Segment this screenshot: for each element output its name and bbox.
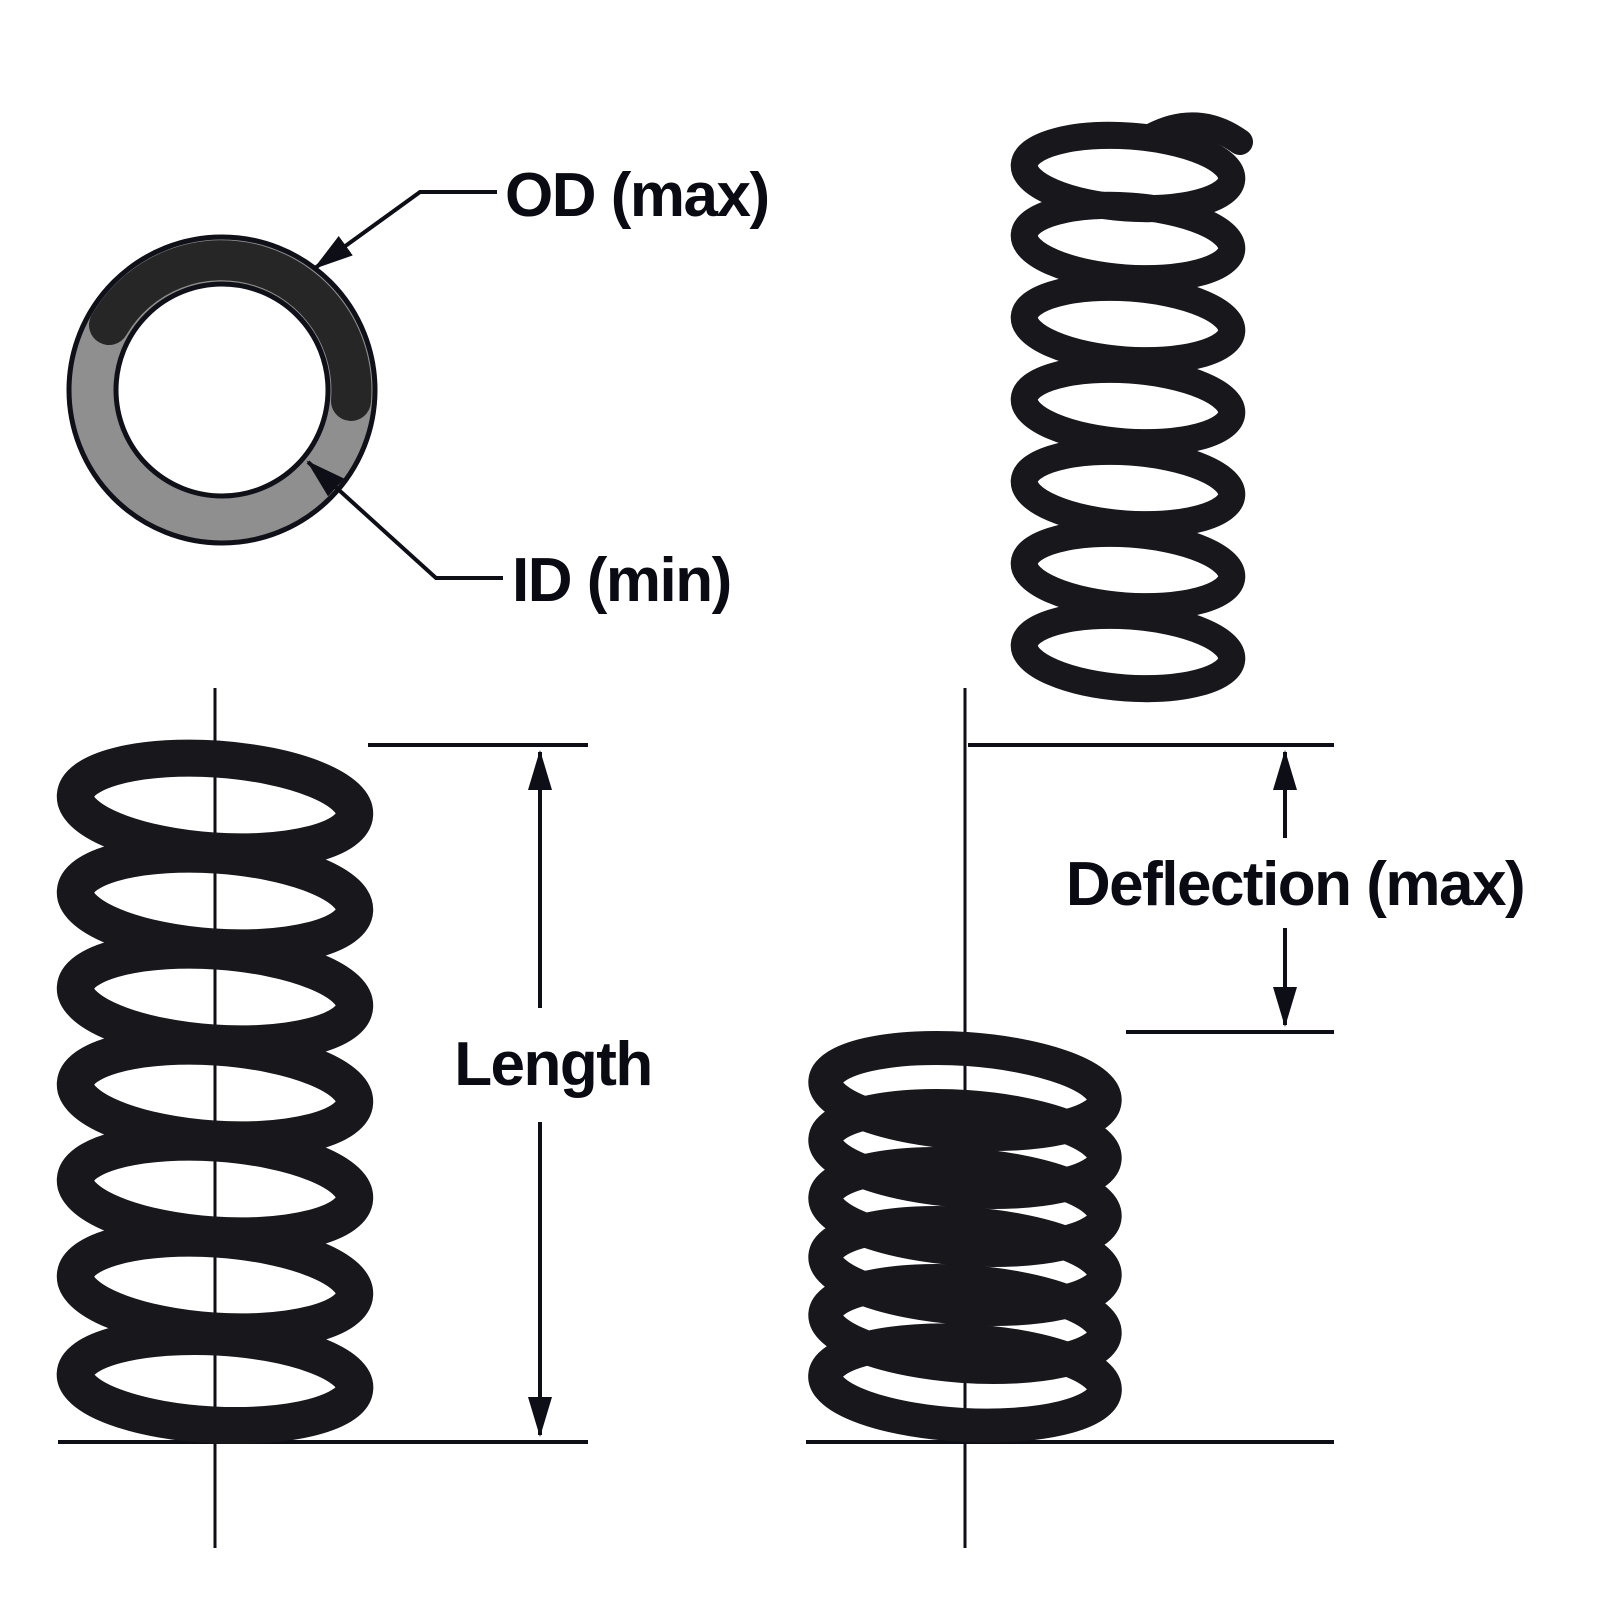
compressed-spring-figure xyxy=(808,1030,1122,1443)
coil xyxy=(808,1146,1122,1268)
ring-annulus xyxy=(66,234,378,546)
length-label: Length xyxy=(454,1030,652,1099)
length-spring-figure xyxy=(56,739,374,1445)
coil xyxy=(1010,601,1246,703)
id-min-label: ID (min) xyxy=(512,546,731,615)
coil xyxy=(808,1088,1122,1210)
id-leader-arrow xyxy=(306,460,503,580)
coil xyxy=(1010,437,1246,539)
free-spring-figure xyxy=(1010,112,1253,703)
extension-lines xyxy=(58,743,1334,1444)
coil xyxy=(1010,519,1246,621)
coil-bottom xyxy=(56,1317,374,1445)
od-max-label: OD (max) xyxy=(505,161,769,230)
ring-shadow-arc xyxy=(89,240,372,421)
coil xyxy=(808,1263,1122,1385)
coil xyxy=(1010,355,1246,457)
labels: OD (max) ID (min) Length Deflection (max… xyxy=(454,161,1525,1099)
coil xyxy=(808,1030,1122,1152)
ring-figure xyxy=(66,234,378,546)
coil xyxy=(808,1205,1122,1327)
coil xyxy=(1010,273,1246,375)
coil-bottom xyxy=(808,1323,1122,1443)
od-leader-arrow xyxy=(313,190,497,270)
leader-lines xyxy=(306,190,503,580)
deflection-max-label: Deflection (max) xyxy=(1066,850,1524,919)
coil-top xyxy=(1010,121,1246,223)
